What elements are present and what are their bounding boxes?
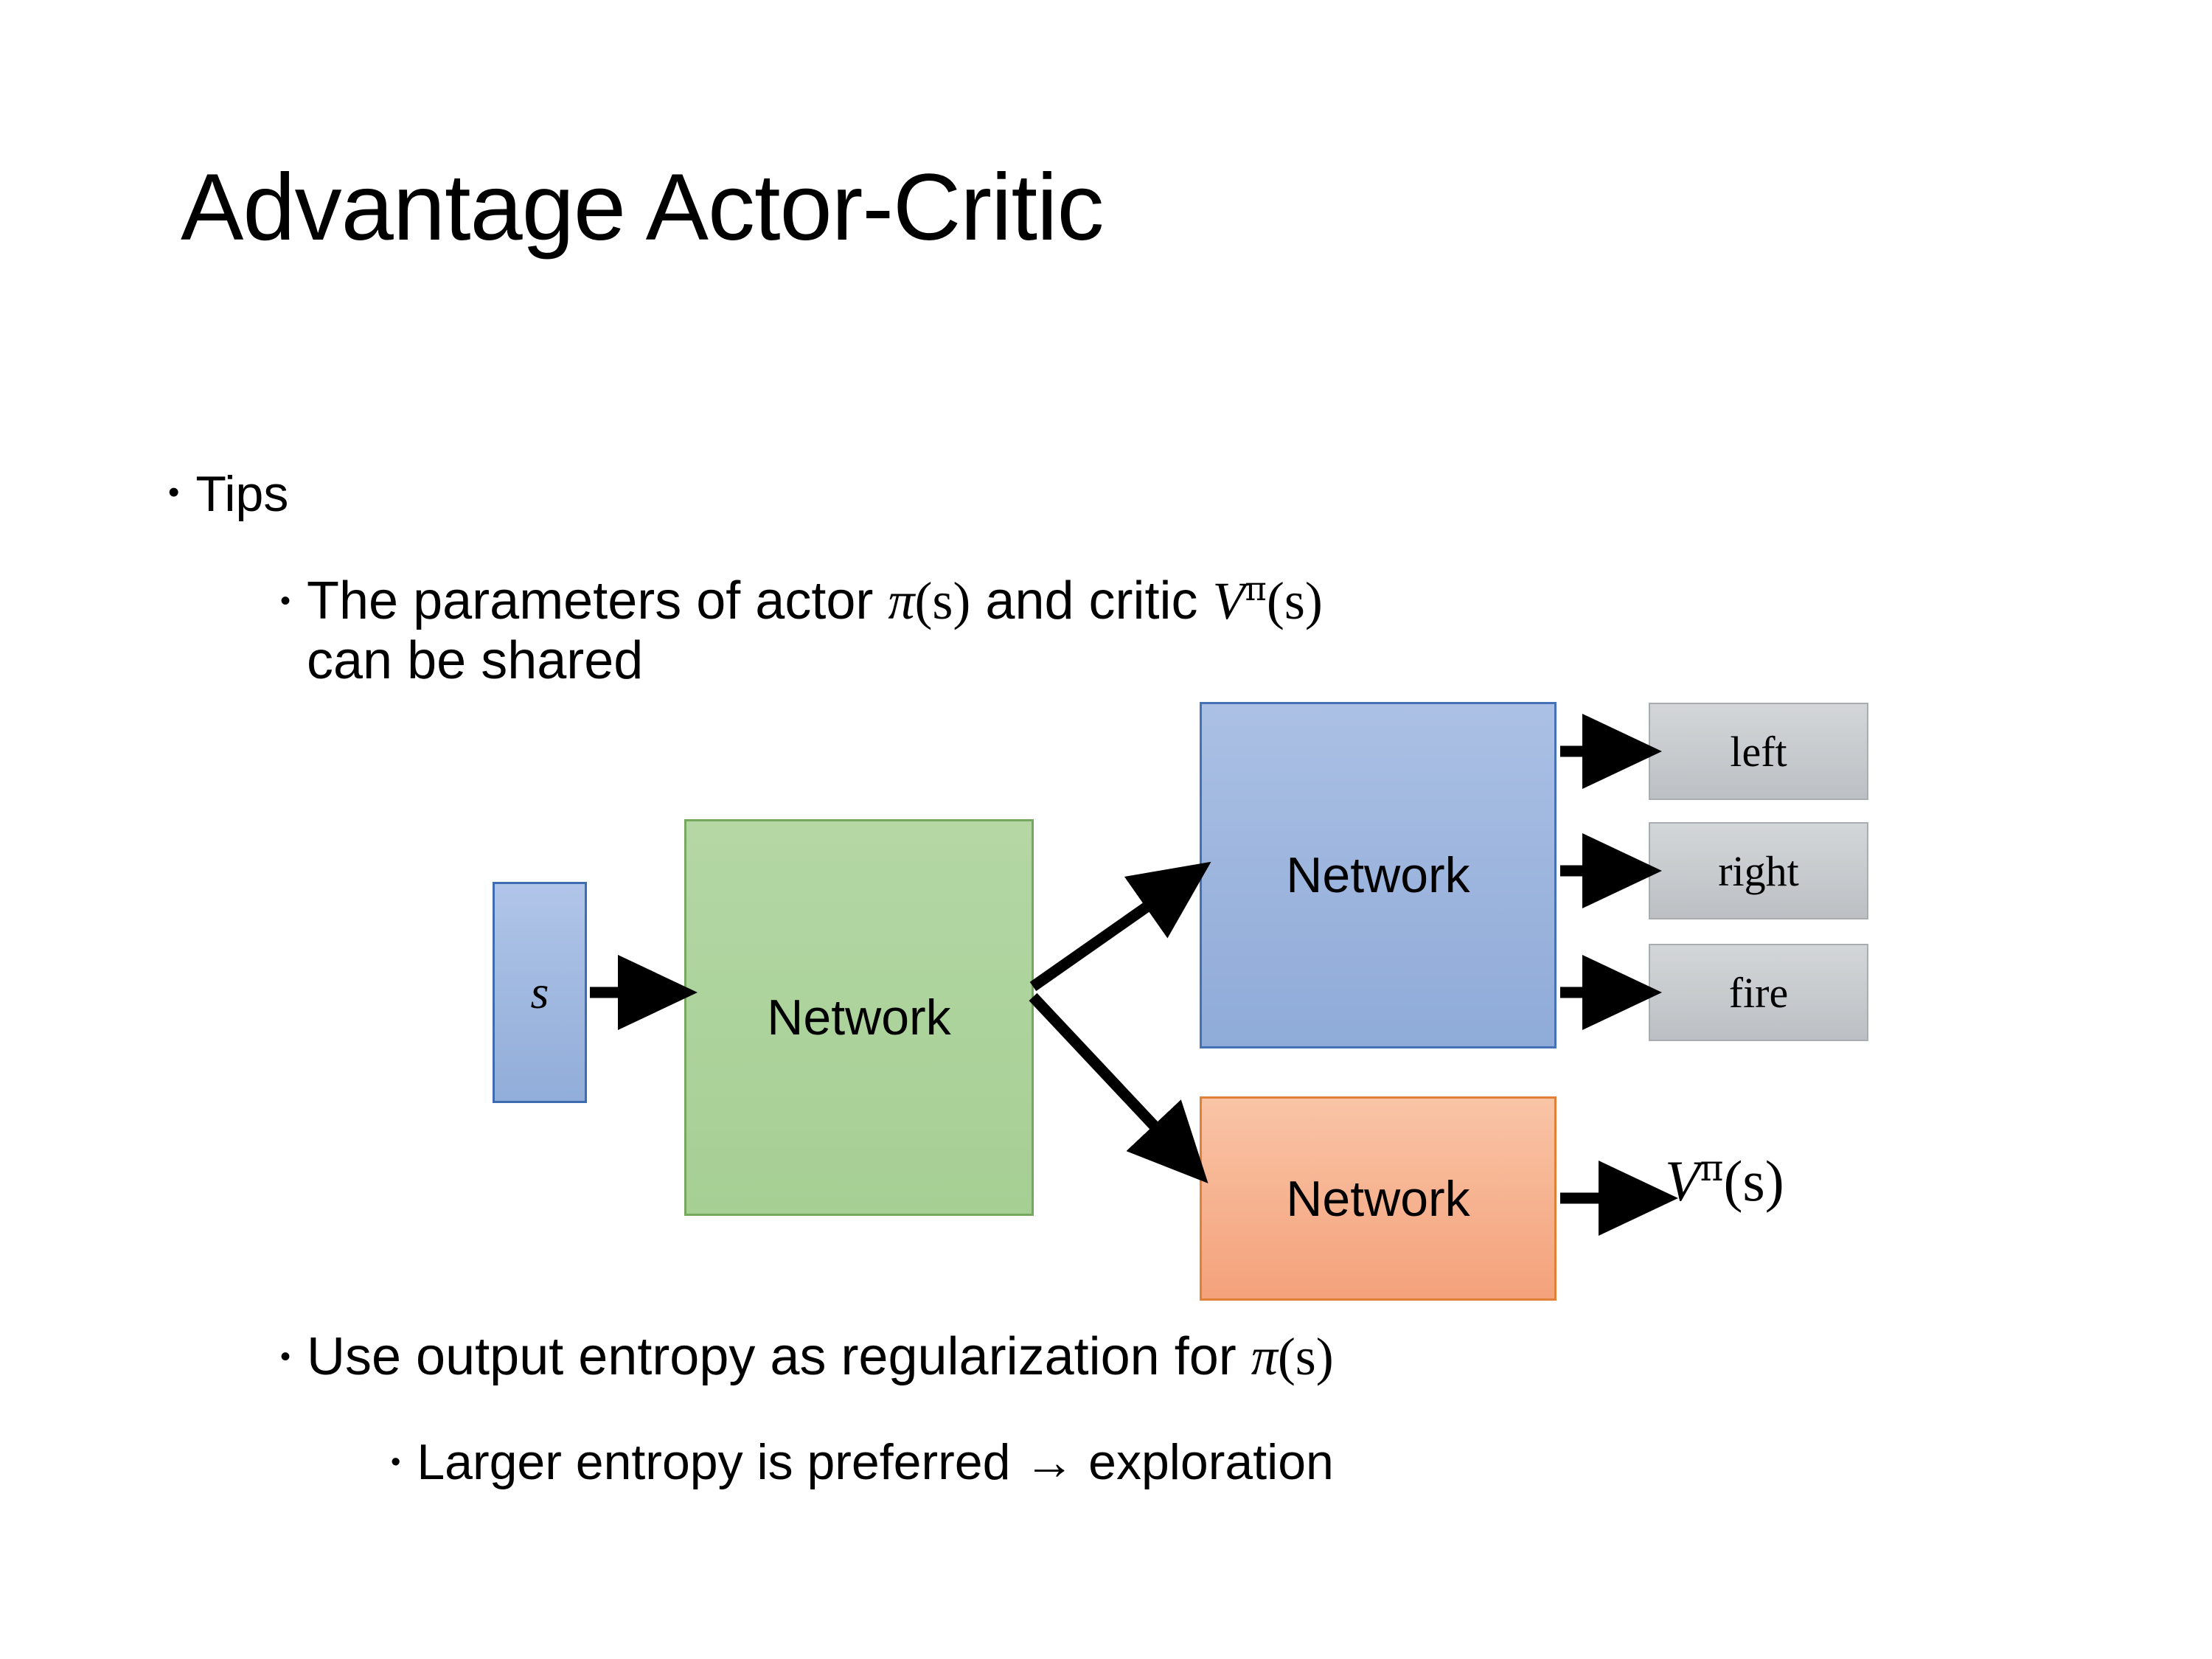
pi-policy-math: π(s) <box>888 571 970 630</box>
critic-v-symbol: V <box>1665 1149 1700 1213</box>
bullet-tips-label: Tips <box>195 466 289 522</box>
bullet-larger-entropy: • Larger entropy is preferred → explorat… <box>391 1434 1334 1490</box>
bullet-marker-icon: • <box>280 585 291 617</box>
arrow-shared-to-critic <box>1029 992 1208 1183</box>
page-title: Advantage Actor-Critic <box>181 155 1104 260</box>
v-superscript-pi: π <box>1245 570 1267 608</box>
action-output-left: left <box>1649 703 1868 800</box>
params-text-before: The parameters of actor <box>307 571 888 630</box>
v-critic-math: Vπ(s) <box>1213 571 1323 630</box>
bullet-tips: • Tips <box>168 466 288 522</box>
pi-symbol: π <box>1251 1327 1278 1386</box>
state-label: s <box>530 966 549 1018</box>
bullet-marker-icon: • <box>391 1447 401 1478</box>
entropy-text-before: Use output entropy as regularization for <box>307 1327 1251 1386</box>
action-output-right: right <box>1649 822 1868 919</box>
critic-output-value: Vπ(s) <box>1665 1147 1784 1214</box>
bullet-marker-icon: • <box>168 474 180 510</box>
actor-network-box: Network <box>1200 702 1557 1048</box>
params-text-middle: and critic <box>970 571 1213 630</box>
pi-args: (s) <box>914 571 971 630</box>
action-output-fire: fire <box>1649 944 1868 1041</box>
critic-output-math: Vπ(s) <box>1665 1149 1784 1213</box>
entropy-pi-math: π(s) <box>1251 1327 1334 1386</box>
bullet-larger-entropy-label: Larger entropy is preferred → exploratio… <box>417 1434 1334 1490</box>
bullet-shared-parameters-label: The parameters of actor π(s) and critic … <box>307 571 1323 690</box>
critic-network-label: Network <box>1286 1170 1470 1227</box>
critic-v-args: (s) <box>1723 1149 1784 1213</box>
arrow-shared-to-actor <box>1029 861 1211 992</box>
state-input-box: s <box>493 882 587 1103</box>
bullet-marker-icon: • <box>280 1340 291 1373</box>
bullet-shared-parameters: • The parameters of actor π(s) and criti… <box>280 571 1323 690</box>
v-args: (s) <box>1266 571 1323 630</box>
pi-args: (s) <box>1277 1327 1334 1386</box>
shared-network-label: Network <box>767 990 951 1046</box>
bullet-entropy-label: Use output entropy as regularization for… <box>307 1327 1334 1387</box>
critic-network-box: Network <box>1200 1096 1557 1301</box>
actor-network-label: Network <box>1286 847 1470 903</box>
v-symbol: V <box>1212 571 1245 630</box>
params-text-after: can be shared <box>307 630 644 690</box>
bullet-entropy-regularization: • Use output entropy as regularization f… <box>280 1327 1334 1387</box>
shared-network-box: Network <box>684 819 1034 1216</box>
pi-symbol: π <box>888 571 915 630</box>
critic-v-superscript-pi: π <box>1700 1148 1724 1189</box>
